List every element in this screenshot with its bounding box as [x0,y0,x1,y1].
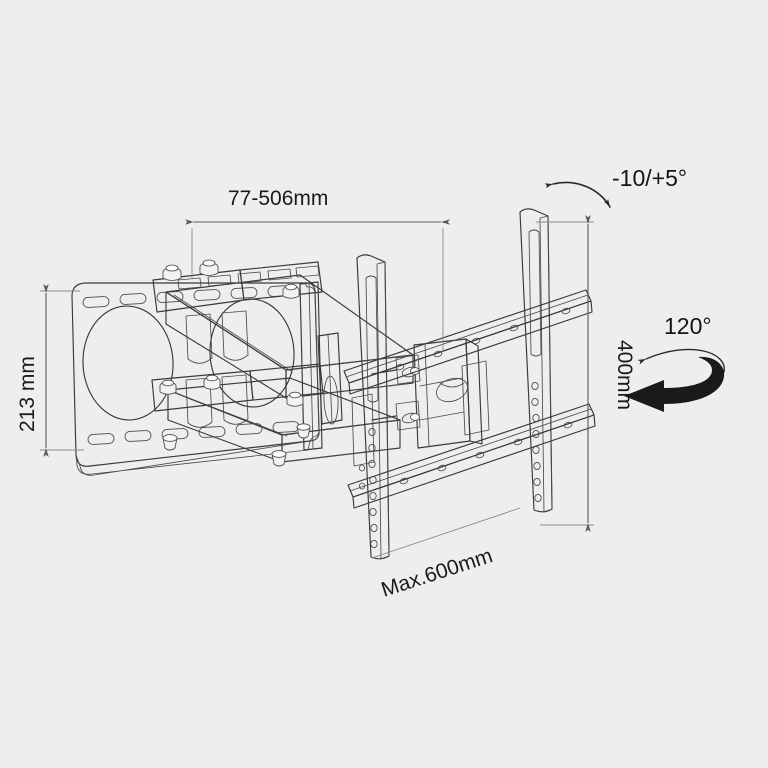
vesa-height-label: 400mm [613,340,636,410]
wall-plate-height-label: 213 mm [16,356,39,432]
center-extension-post [317,332,343,425]
wall-plate-height-dimension: 213 mm [16,284,84,457]
tilt-angle-annotation: -10/+5° [544,165,687,208]
wall-plate-mounting-tabs [185,310,249,428]
rail-connector-plates [351,360,490,467]
bolt-hardware [159,259,311,467]
tilt-angle-label: -10/+5° [612,165,687,191]
extension-dimension: 77-506mm [185,187,450,352]
vesa-vertical-rail-left [356,254,390,560]
vesa-horizontal-rail-top [343,289,593,395]
swivel-angle-annotation: 120° [624,313,725,412]
upper-articulating-arm [165,274,414,399]
lower-arm-wall-bracket [151,363,324,412]
swivel-angle-label: 120° [664,313,712,339]
extension-dimension-label: 77-506mm [228,187,328,210]
vesa-horizontal-rail-bottom [347,403,596,509]
vesa-height-dimension: 400mm [536,215,636,532]
vesa-vertical-rail-right [519,208,553,513]
